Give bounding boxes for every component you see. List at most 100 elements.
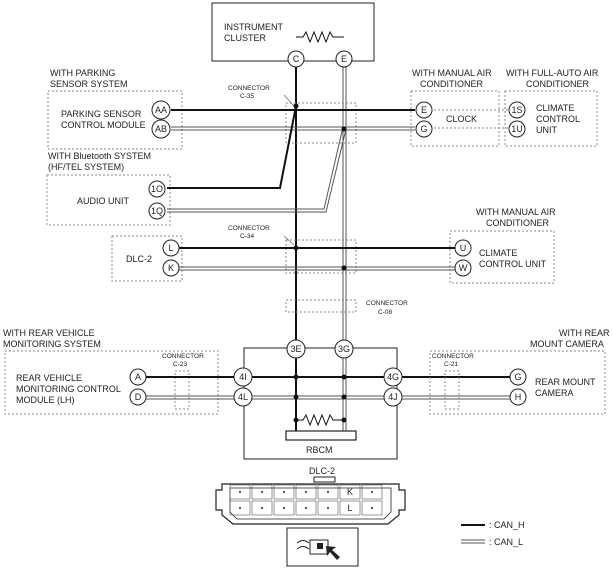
pin-audio-1q: 1Q: [148, 202, 166, 220]
dlc-cell: [361, 500, 383, 516]
pin-dlc-l: L: [162, 239, 180, 257]
audio-title-2: (HF/TEL SYSTEM): [48, 162, 124, 172]
svg-text:U: U: [460, 243, 467, 253]
pin-rbcm-3e: 3E: [286, 339, 306, 359]
pin-camera-g: G: [509, 368, 527, 386]
dlc-cell-dot: [327, 491, 329, 493]
dlc-side-box: [111, 235, 183, 282]
svg-text:W: W: [459, 263, 468, 273]
svg-text:C: C: [293, 54, 300, 64]
rear-vehicle-box: [4, 350, 219, 415]
rbcm-resistor: [296, 413, 344, 427]
svg-text:D: D: [135, 392, 142, 402]
svg-text:A: A: [135, 372, 141, 382]
dlc-cell-dot: [283, 491, 285, 493]
pin-climate-1s: 1S: [508, 101, 526, 119]
svg-text:G: G: [514, 372, 521, 382]
splice-dot: [341, 417, 347, 423]
splice-dot: [341, 374, 347, 380]
pin-climate-u: U: [454, 239, 472, 257]
splice-dot: [341, 265, 347, 271]
connector-c34-label-2: C-34: [240, 233, 254, 240]
svg-text:4G: 4G: [387, 372, 399, 382]
full-auto-title-2: CONDITIONER: [526, 79, 590, 89]
splice-dot: [293, 103, 299, 109]
connector-c35-label-1: CONNECTOR: [228, 85, 270, 92]
audio-can-l-b: [167, 128, 347, 213]
rear-camera-label-1: REAR MOUNT: [535, 377, 596, 387]
clock-label: CLOCK: [446, 114, 477, 124]
connector-c08-box: [285, 299, 357, 313]
pin-rbcm-4g: 4G: [383, 367, 403, 387]
connector-c34-leader: [283, 235, 295, 246]
pin-climate-w: W: [454, 259, 472, 277]
cluster-resistor: [296, 30, 344, 44]
splice-dot: [293, 394, 299, 400]
pin-rbcm-3g: 3G: [334, 339, 354, 359]
pin-parking-ab: AB: [151, 119, 171, 139]
full-auto-title-1: WITH FULL-AUTO AIR: [506, 68, 599, 78]
svg-text:1U: 1U: [511, 124, 523, 134]
rbcm-label: RBCM: [306, 445, 333, 455]
parking-title-1: WITH PARKING: [50, 68, 115, 78]
svg-text:E: E: [421, 105, 427, 115]
connector-c35-label-2: C-35: [240, 93, 254, 100]
dlc-side-label: DLC-2: [126, 254, 152, 264]
dlc-pin-k: K: [347, 487, 353, 497]
svg-text:3G: 3G: [338, 344, 350, 354]
svg-text:3E: 3E: [290, 344, 301, 354]
svg-text:E: E: [341, 54, 347, 64]
splice-dot: [293, 417, 299, 423]
connector-c08-label-2: C-08: [378, 309, 392, 316]
clock-title-1: WITH MANUAL AIR: [412, 68, 492, 78]
full-auto-label-3: UNIT: [536, 125, 557, 135]
pin-dlc-k: K: [162, 259, 180, 277]
dlc-cell-dot: [261, 491, 263, 493]
rear-vehicle-label-1: REAR VEHICLE: [16, 373, 82, 383]
splice-dot: [293, 374, 299, 380]
rear-camera-title-1: WITH REAR: [559, 328, 610, 338]
dlc-cell: [317, 484, 339, 500]
climate-mid-label-2: CONTROL UNIT: [479, 259, 547, 269]
audio-can-h: [167, 105, 297, 189]
dlc-cell: [317, 500, 339, 516]
dlc-cell: [295, 500, 317, 516]
connector-view-icon: [286, 527, 359, 567]
dlc-cell: [251, 484, 273, 500]
rear-vehicle-title-1: WITH REAR VEHICLE: [3, 328, 95, 338]
rear-vehicle-label-3: MODULE (LH): [16, 395, 75, 405]
dlc-cell-dot: [283, 507, 285, 509]
svg-text:AB: AB: [155, 124, 167, 134]
svg-text:1S: 1S: [511, 105, 522, 115]
connector-c23-label-1: CONNECTOR: [162, 353, 204, 360]
climate-mid-title-1: WITH MANUAL AIR: [476, 207, 556, 217]
splice-dot: [341, 394, 347, 400]
svg-text:1O: 1O: [151, 184, 163, 194]
pin-cluster-e: E: [335, 50, 353, 68]
svg-text:G: G: [420, 124, 427, 134]
climate-mid-label-1: CLIMATE: [479, 248, 517, 258]
audio-unit-box: [46, 174, 171, 226]
svg-text:H: H: [515, 392, 522, 402]
splice-dot: [293, 245, 299, 251]
connector-c34-box: [285, 239, 357, 274]
dlc-cell: [295, 484, 317, 500]
pin-rbcm-4l: 4L: [233, 387, 253, 407]
connector-c34-label-1: CONNECTOR: [228, 225, 270, 232]
instrument-cluster-label-2: CLUSTER: [224, 33, 267, 43]
pin-rear-a: A: [129, 368, 147, 386]
connector-c21-label-1: CONNECTOR: [432, 353, 474, 360]
dlc-cell-dot: [305, 491, 307, 493]
connector-c35-leader: [283, 94, 295, 107]
connector-c08-label-1: CONNECTOR: [366, 300, 408, 307]
dlc-pin-l: L: [347, 503, 352, 513]
pin-rear-d: D: [129, 388, 147, 406]
rbcm-bar: [285, 430, 357, 441]
dlc-cell-dot: [239, 507, 241, 509]
svg-text:1Q: 1Q: [151, 206, 163, 216]
svg-text:4I: 4I: [239, 372, 247, 382]
svg-text:AA: AA: [155, 105, 167, 115]
pin-rbcm-4j: 4J: [383, 387, 403, 407]
pin-parking-aa: AA: [151, 100, 171, 120]
